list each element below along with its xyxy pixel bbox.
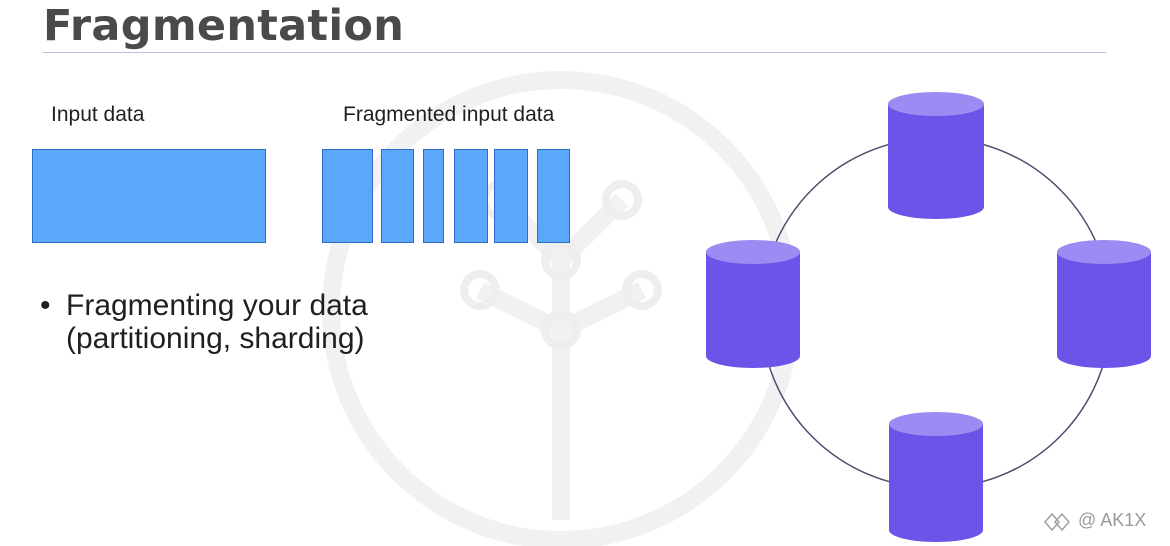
fragment-block <box>537 149 570 243</box>
slide-title: Fragmentation <box>43 1 405 51</box>
fragment-block <box>494 149 528 243</box>
fragment-block <box>454 149 488 243</box>
fragment-block <box>381 149 414 243</box>
input-data-label: Input data <box>51 103 145 126</box>
bullet-marker: • <box>40 289 51 322</box>
credit-text: @ AK1X <box>1078 510 1147 530</box>
database-node-bottom <box>889 412 983 542</box>
database-node-left <box>706 240 800 368</box>
diamond-logo-icon <box>1044 513 1070 531</box>
bullet-text-line2: (partitioning, sharding) <box>66 322 365 355</box>
title-divider <box>43 52 1106 53</box>
fragment-block <box>322 149 373 243</box>
database-node-right <box>1057 240 1151 368</box>
input-data-block <box>32 149 266 243</box>
bullet-text-line1: Fragmenting your data <box>66 289 368 322</box>
database-node-top <box>888 92 984 219</box>
fragment-block <box>423 149 444 243</box>
fragmented-data-label: Fragmented input data <box>343 103 555 126</box>
